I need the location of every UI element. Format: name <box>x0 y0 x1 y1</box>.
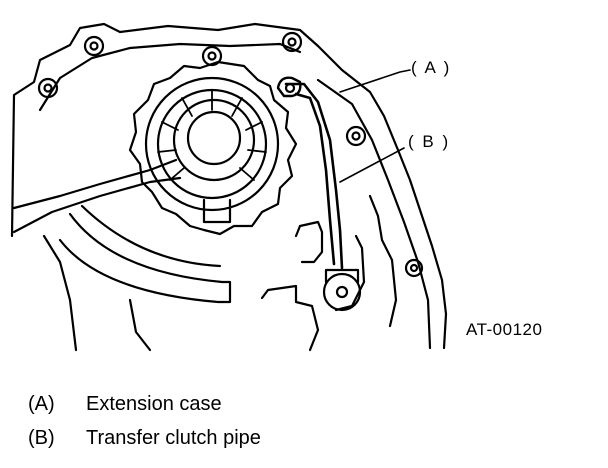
left-support-arm <box>12 158 178 210</box>
bolt-hole <box>345 125 367 147</box>
pump-lower-tab <box>202 198 232 224</box>
legend-row: (B) Transfer clutch pipe <box>28 427 261 450</box>
case-inner-flange <box>38 42 302 112</box>
legend-key: (A) <box>28 393 55 415</box>
pump-hub-inner <box>186 110 242 166</box>
legend-row: (A) Extension case <box>28 393 222 416</box>
lower-bracket <box>260 284 320 352</box>
bolt-hole <box>43 83 53 93</box>
leader-line-a <box>339 69 411 93</box>
lower-curved-rib <box>58 212 232 304</box>
bolt-hole <box>351 131 361 141</box>
right-casting-rib <box>294 220 324 264</box>
lower-left-casting <box>42 234 78 352</box>
right-casting-block <box>368 194 398 328</box>
transmission-diagram <box>10 22 448 352</box>
figure-id-label: AT-00120 <box>466 320 543 339</box>
callout-b-label: ( B ) <box>408 132 451 151</box>
extension-case-outline <box>10 22 448 350</box>
bolt-hole <box>37 77 59 99</box>
pipe-lower-mount <box>324 268 360 284</box>
right-casting-rib-2 <box>334 234 366 312</box>
bolt-hole <box>409 263 419 273</box>
legend-key: (B) <box>28 427 55 449</box>
transfer-clutch-pipe-inner <box>294 92 336 266</box>
case-right-inner-edge <box>316 78 432 350</box>
legend-text: Transfer clutch pipe <box>86 427 261 449</box>
bolt-hole <box>281 31 303 53</box>
bolt-hole <box>89 41 99 51</box>
bolt-hole <box>83 35 105 57</box>
left-support-arm-lower <box>12 176 182 234</box>
pipe-upper-fitting-hole <box>284 82 296 94</box>
pipe-lower-boss-hole <box>335 285 349 299</box>
pipe-lower-boss <box>322 272 362 312</box>
transfer-clutch-pipe <box>284 82 344 270</box>
pump-outer-ring <box>144 76 280 212</box>
lower-left-casting-2 <box>128 298 152 352</box>
bolt-hole <box>404 258 424 278</box>
legend-text: Extension case <box>86 393 222 415</box>
callout-a-label: ( A ) <box>411 58 452 77</box>
pipe-upper-fitting <box>276 76 302 98</box>
bolt-hole <box>287 37 297 47</box>
bolt-hole <box>207 51 217 61</box>
leader-line-b <box>339 147 405 183</box>
lower-curved-rib-inner <box>80 204 222 268</box>
oil-pump-housing <box>128 60 298 236</box>
pump-hub-outer <box>172 98 256 182</box>
